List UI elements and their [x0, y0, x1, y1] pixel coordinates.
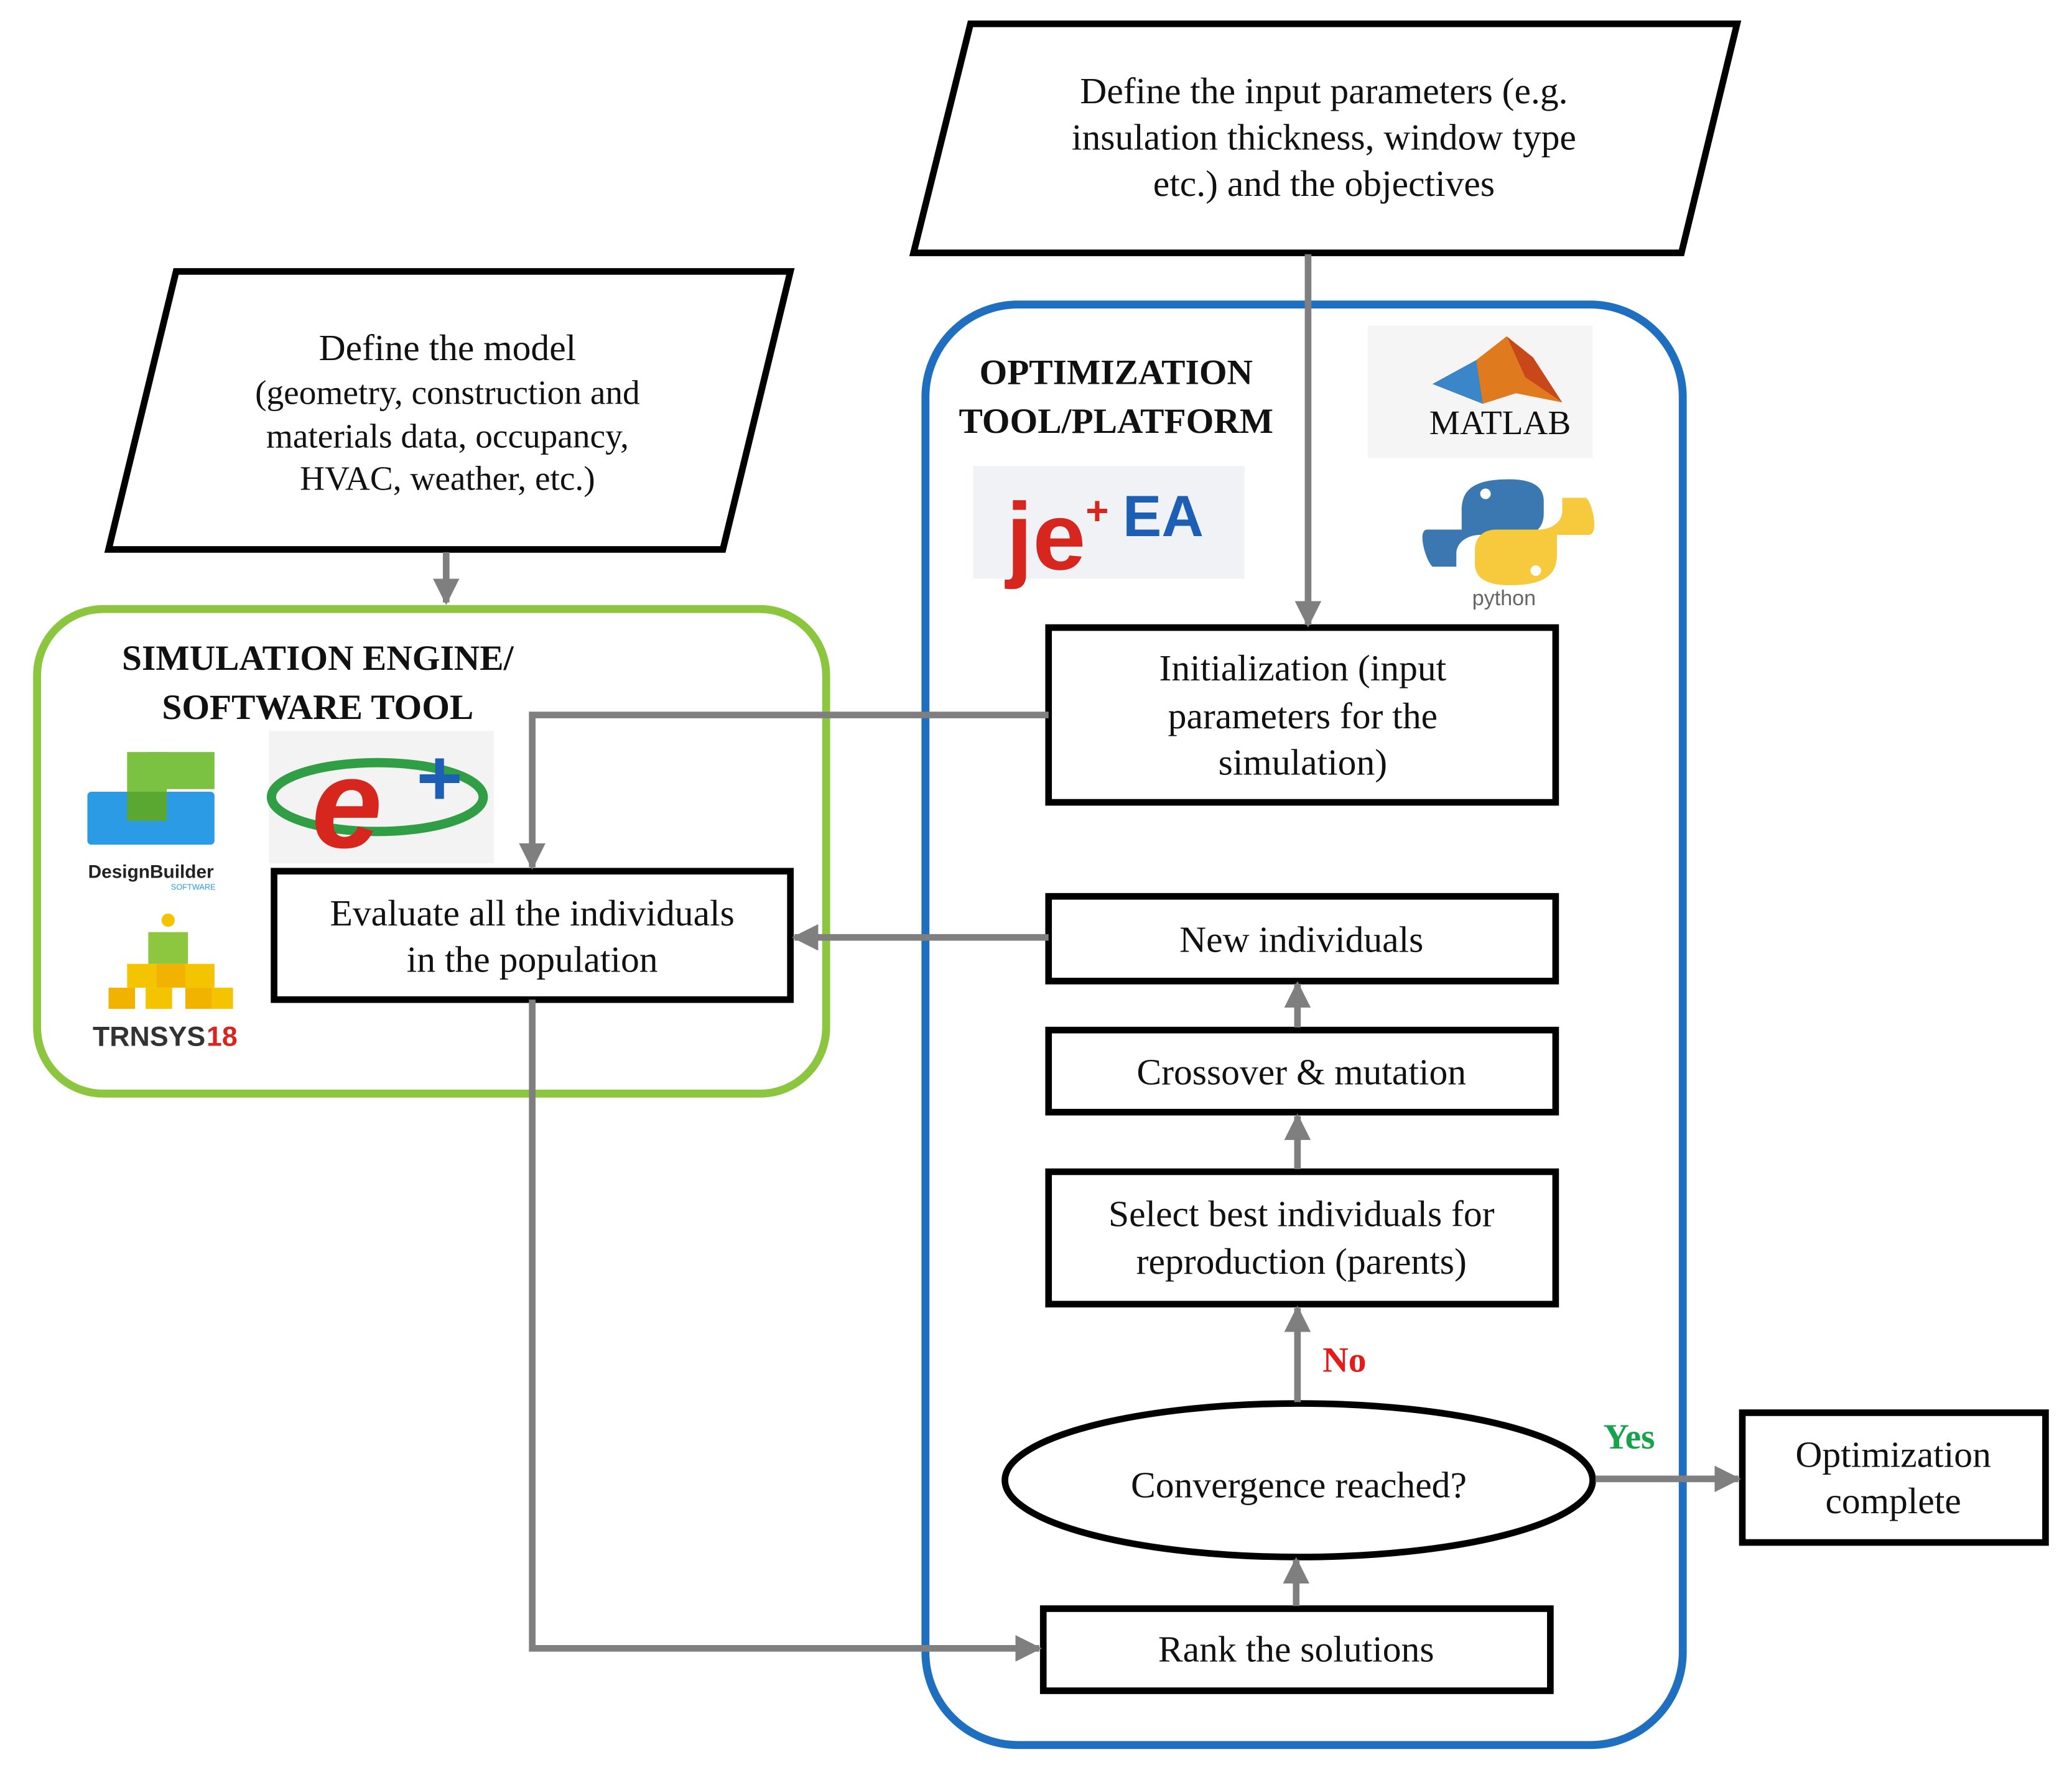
define-parameters-input	[909, 20, 1742, 256]
select-parents-line-1: Select best individuals for	[1108, 1193, 1495, 1234]
matlab-label: MATLAB	[1429, 404, 1571, 442]
optimization-complete-line-2: complete	[1825, 1480, 1961, 1521]
svg-text:TRNSYS: TRNSYS	[93, 1022, 205, 1052]
svg-text:je: je	[1005, 483, 1086, 590]
energyplus-logo: e +	[266, 731, 494, 874]
rank-solutions-label: Rank the solutions	[1158, 1629, 1434, 1670]
define-model-detail-2: materials data, occupancy,	[266, 417, 629, 455]
select-parents-line-2: reproduction (parents)	[1136, 1241, 1467, 1282]
trnsys-logo: TRNSYS 18	[93, 913, 238, 1052]
define-parameters-line-1: Define the input parameters (e.g.	[1080, 70, 1568, 111]
simulation-engine-group	[33, 605, 830, 1098]
evaluate-line-2: in the population	[407, 939, 658, 980]
initialization-line-2: parameters for the	[1168, 695, 1438, 736]
optimization-heading-2: TOOL/PLATFORM	[959, 402, 1274, 441]
initialization-line-3: simulation)	[1219, 741, 1387, 782]
python-logo: python	[1422, 479, 1595, 610]
evaluate-line-1: Evaluate all the individuals	[330, 892, 734, 934]
optimization-complete-box	[1739, 1409, 2049, 1546]
svg-text:DesignBuilder: DesignBuilder	[88, 861, 214, 882]
convergence-label: Convergence reached?	[1131, 1465, 1467, 1506]
crossover-mutation-box	[1045, 1026, 1559, 1116]
svg-text:SOFTWARE: SOFTWARE	[171, 883, 216, 892]
optimization-complete-line-1: Optimization	[1795, 1434, 1991, 1475]
matlab-logo: MATLAB	[1367, 325, 1593, 458]
svg-text:+: +	[1085, 488, 1108, 533]
svg-text:EA: EA	[1123, 483, 1204, 549]
arrow-evaluate-to-rank	[529, 999, 1043, 1662]
arrow-initialization-to-evaluate	[519, 712, 1049, 870]
svg-text:18: 18	[207, 1022, 238, 1052]
optimization-heading-1: OPTIMIZATION	[980, 353, 1253, 392]
svg-text:python: python	[1472, 586, 1536, 610]
designbuilder-logo: DesignBuilder SOFTWARE	[87, 752, 216, 892]
yes-label: Yes	[1604, 1417, 1655, 1457]
evaluate-individuals-box	[271, 868, 794, 1003]
crossover-mutation-label: Crossover & mutation	[1136, 1051, 1466, 1092]
simulation-heading-1: SIMULATION ENGINE/	[122, 639, 514, 678]
define-model-input	[104, 268, 795, 553]
no-label: No	[1322, 1340, 1366, 1379]
rank-solutions-box	[1039, 1605, 1554, 1694]
select-parents-box	[1045, 1168, 1559, 1308]
define-model-detail-3: HVAC, weather, etc.)	[300, 460, 595, 498]
svg-text:+: +	[416, 733, 463, 822]
define-model-detail-1: (geometry, construction and	[255, 373, 640, 411]
new-individuals-label: New individuals	[1179, 919, 1423, 960]
initialization-line-1: Initialization (input	[1159, 647, 1447, 688]
optimization-tool-group	[921, 300, 1687, 1750]
define-parameters-line-3: etc.) and the objectives	[1153, 163, 1495, 204]
jeplus-ea-logo: je + EA	[973, 466, 1245, 590]
define-model-title: Define the model	[319, 327, 577, 368]
simulation-heading-2: SOFTWARE TOOL	[162, 688, 473, 727]
define-parameters-line-2: insulation thickness, window type	[1072, 117, 1576, 158]
svg-text:e: e	[312, 733, 383, 874]
